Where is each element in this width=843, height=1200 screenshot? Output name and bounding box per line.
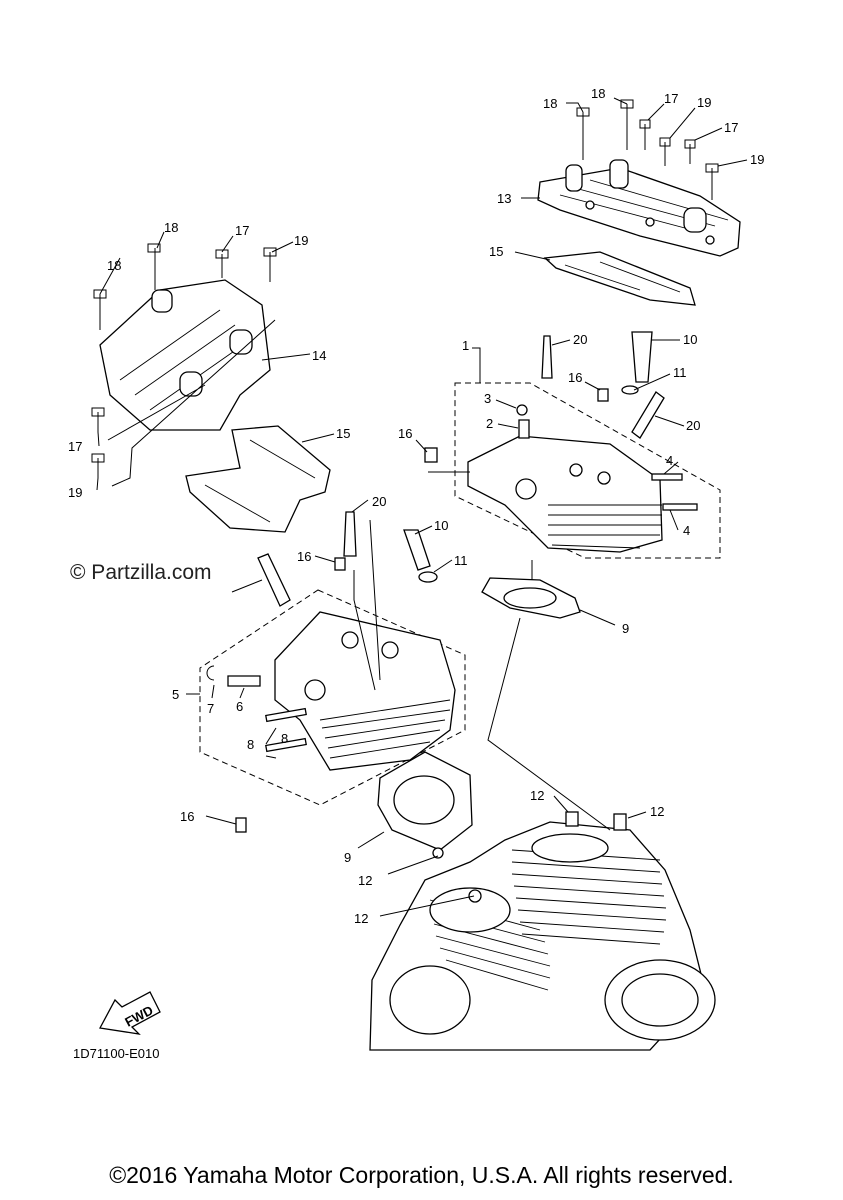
fwd-arrow: FWD [98,991,161,1035]
callout-7: 7 [207,701,214,716]
callout-16: 16 [568,370,582,385]
callout-15: 15 [489,244,503,259]
callout-4: 4 [666,453,673,468]
callout-16: 16 [297,549,311,564]
engine-block [369,811,716,1051]
callout-12: 12 [354,911,368,926]
callout-18: 18 [591,86,605,101]
callout-16: 16 [180,809,194,824]
callout-17: 17 [235,223,249,238]
watermark: © Partzilla.com [70,561,212,584]
callout-19: 19 [294,233,308,248]
callout-14: 14 [312,348,326,363]
callout-16: 16 [398,426,412,441]
callout-15: 15 [336,426,350,441]
callout-20: 20 [686,418,700,433]
front-head-cover [91,243,277,478]
callout-3: 3 [484,391,491,406]
callout-18: 18 [164,220,178,235]
callout-18: 18 [107,258,121,273]
callout-18: 18 [543,96,557,111]
callout-6: 6 [236,699,243,714]
front-plugs-tubes [257,511,438,607]
callout-labels: 18 18 17 19 17 19 13 15 18 17 19 18 14 1… [68,86,764,926]
callout-9: 9 [344,850,351,865]
callout-19: 19 [68,485,82,500]
callout-11: 11 [454,553,468,568]
callout-17: 17 [724,120,738,135]
callout-11: 11 [673,365,687,380]
callout-13: 13 [497,191,511,206]
callout-10: 10 [683,332,697,347]
callout-9: 9 [622,621,629,636]
callout-4: 4 [683,523,690,538]
callout-8: 8 [247,737,254,752]
callout-20: 20 [573,332,587,347]
rear-head-gasket [543,251,696,306]
callout-19: 19 [697,95,711,110]
callout-20: 20 [372,494,386,509]
callout-8: 8 [281,731,288,746]
front-cylinder-head [199,557,466,833]
callout-17: 17 [68,439,82,454]
callout-10: 10 [434,518,448,533]
copyright-notice: ©2016 Yamaha Motor Corporation, U.S.A. A… [109,1162,734,1188]
callout-17: 17 [664,91,678,106]
front-head-gasket [185,425,331,533]
leader-lines [96,97,748,917]
callout-5: 5 [172,687,179,702]
diagram-code: 1D71100-E010 [73,1046,160,1061]
callout-2: 2 [486,416,493,431]
rear-base-gasket [481,577,581,619]
rear-cylinder-head [424,382,721,559]
rear-head-cover [537,99,741,257]
callout-1: 1 [462,338,469,353]
callout-12: 12 [650,804,664,819]
callout-19: 19 [750,152,764,167]
rear-plugs-tubes [541,331,665,439]
callout-12: 12 [358,873,372,888]
callout-12: 12 [530,788,544,803]
front-base-gasket [377,751,473,851]
